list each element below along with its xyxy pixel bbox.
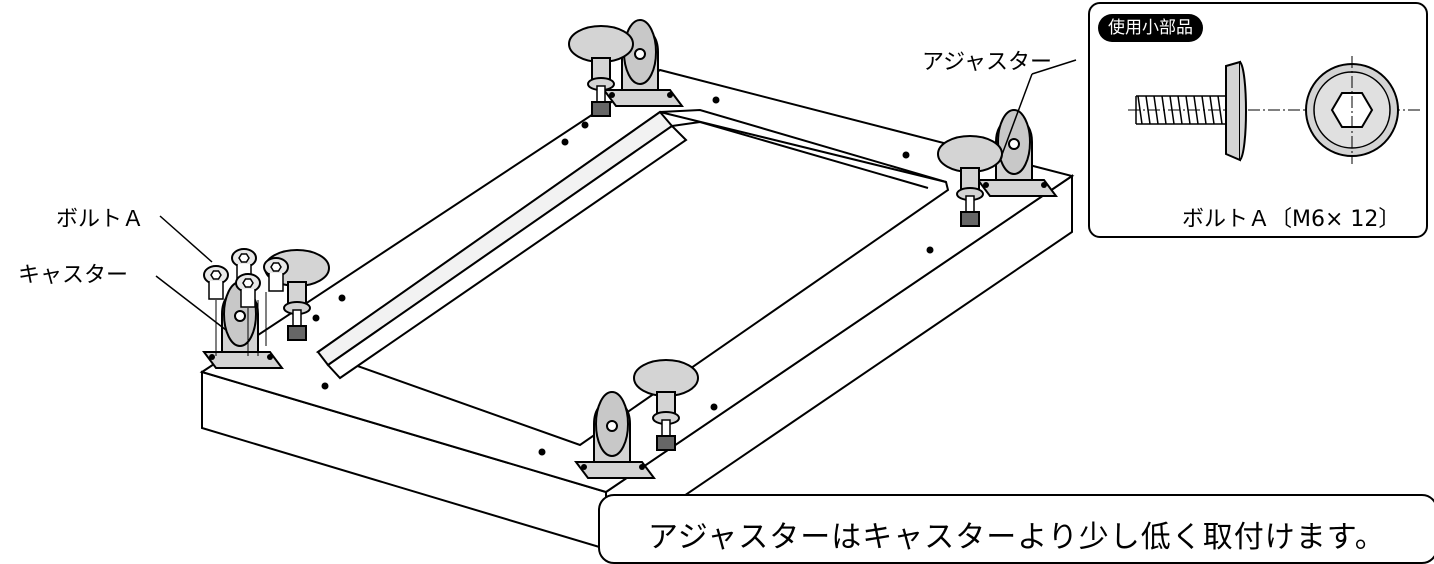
pedestal-frame	[199, 68, 1075, 549]
note-text: アジャスターはキャスターより少し低く取付けます。	[648, 520, 1386, 555]
adjuster-callout: アジャスター	[922, 50, 1052, 75]
caster-callout: キャスター	[18, 263, 128, 288]
bolt-a-group	[203, 248, 289, 356]
bolt-a-caption: ボルトＡ〔M6× 12〕	[1182, 207, 1401, 232]
bolt-a-callout: ボルトＡ	[56, 207, 144, 232]
parts-badge: 使用小部品	[1098, 14, 1203, 42]
bolt-a-drawing	[1128, 56, 1422, 164]
mounting-holes	[312, 96, 934, 456]
parts-list-box: 使用小部品 ボルトＡ〔M6× 12〕	[1088, 2, 1428, 238]
leader-lines	[155, 59, 1077, 331]
assembly-illustration: アジャスター ボルトＡ キャスター	[18, 19, 1077, 549]
note-box: アジャスターはキャスターより少し低く取付けます。	[598, 494, 1434, 564]
